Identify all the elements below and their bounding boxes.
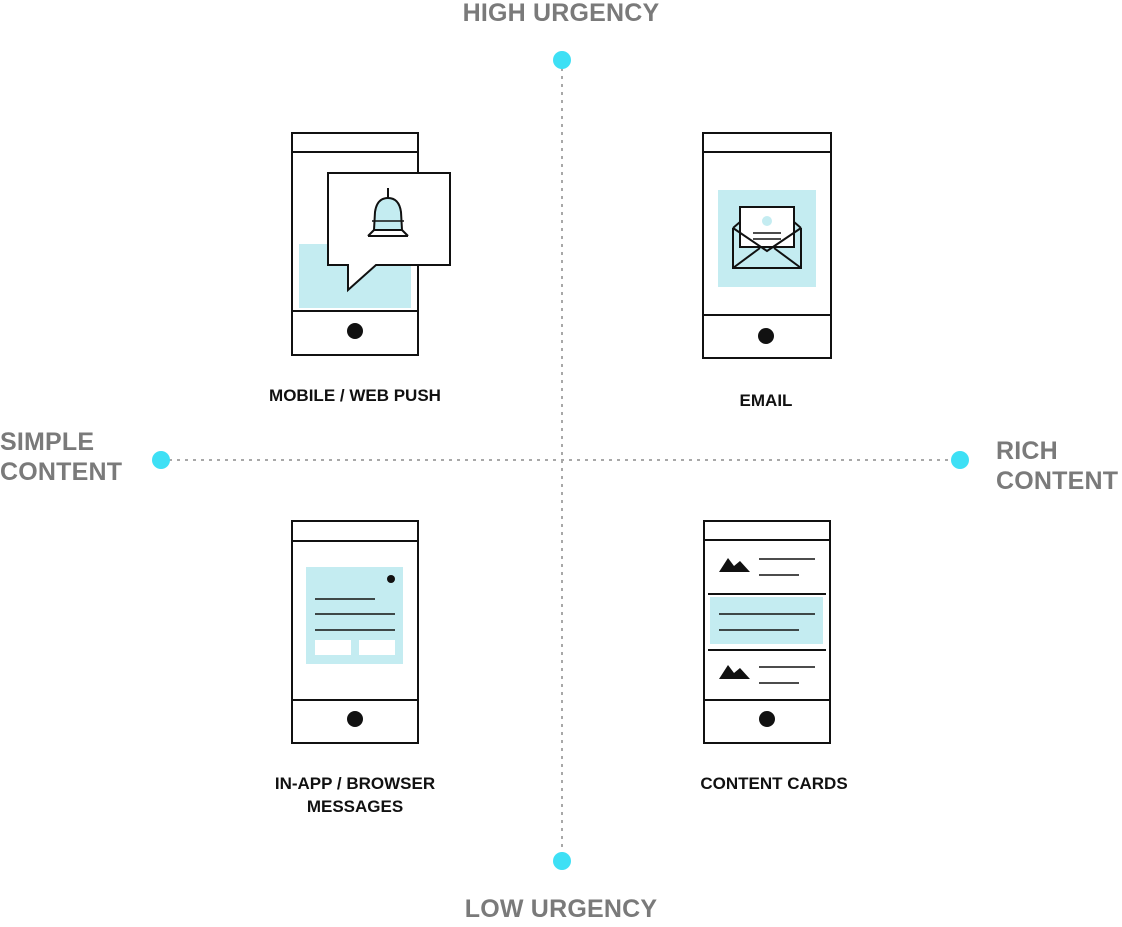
push-notification-phone-icon [291, 132, 451, 356]
label-line: MESSAGES [306, 797, 404, 816]
axis-dot-top [553, 51, 571, 69]
in-app-message-phone-icon [291, 520, 419, 744]
axis-label-line: SIMPLE [0, 428, 95, 456]
axis-label-line: CONTENT [996, 467, 1119, 495]
axis-dot-bottom [553, 852, 571, 870]
label-line: IN-APP / BROWSER [274, 774, 436, 793]
label-email: EMAIL [739, 391, 793, 410]
axis-label-line: RICH [996, 437, 1058, 465]
speech-bubble-icon [327, 172, 451, 293]
content-cards-phone-icon [703, 520, 831, 744]
bell-icon [367, 188, 409, 237]
axis-label-high-urgency: HIGH URGENCY [462, 0, 660, 27]
mountain-image-icon [719, 665, 750, 679]
label-content-cards: CONTENT CARDS [700, 774, 848, 793]
envelope-icon [732, 206, 802, 269]
axis-dot-right [951, 451, 969, 469]
axis-dot-left [152, 451, 170, 469]
axis-label-rich-content: RICH CONTENT [996, 436, 1118, 496]
axes [152, 51, 969, 870]
axis-label-low-urgency: LOW URGENCY [464, 895, 658, 923]
mountain-image-icon [719, 558, 750, 572]
axis-label-line: CONTENT [0, 458, 123, 486]
axis-label-simple-content: SIMPLE CONTENT [0, 427, 122, 487]
label-in-app-browser-messages: IN-APP / BROWSER MESSAGES [205, 772, 505, 818]
email-phone-icon [702, 132, 832, 359]
label-mobile-web-push: MOBILE / WEB PUSH [269, 386, 441, 405]
